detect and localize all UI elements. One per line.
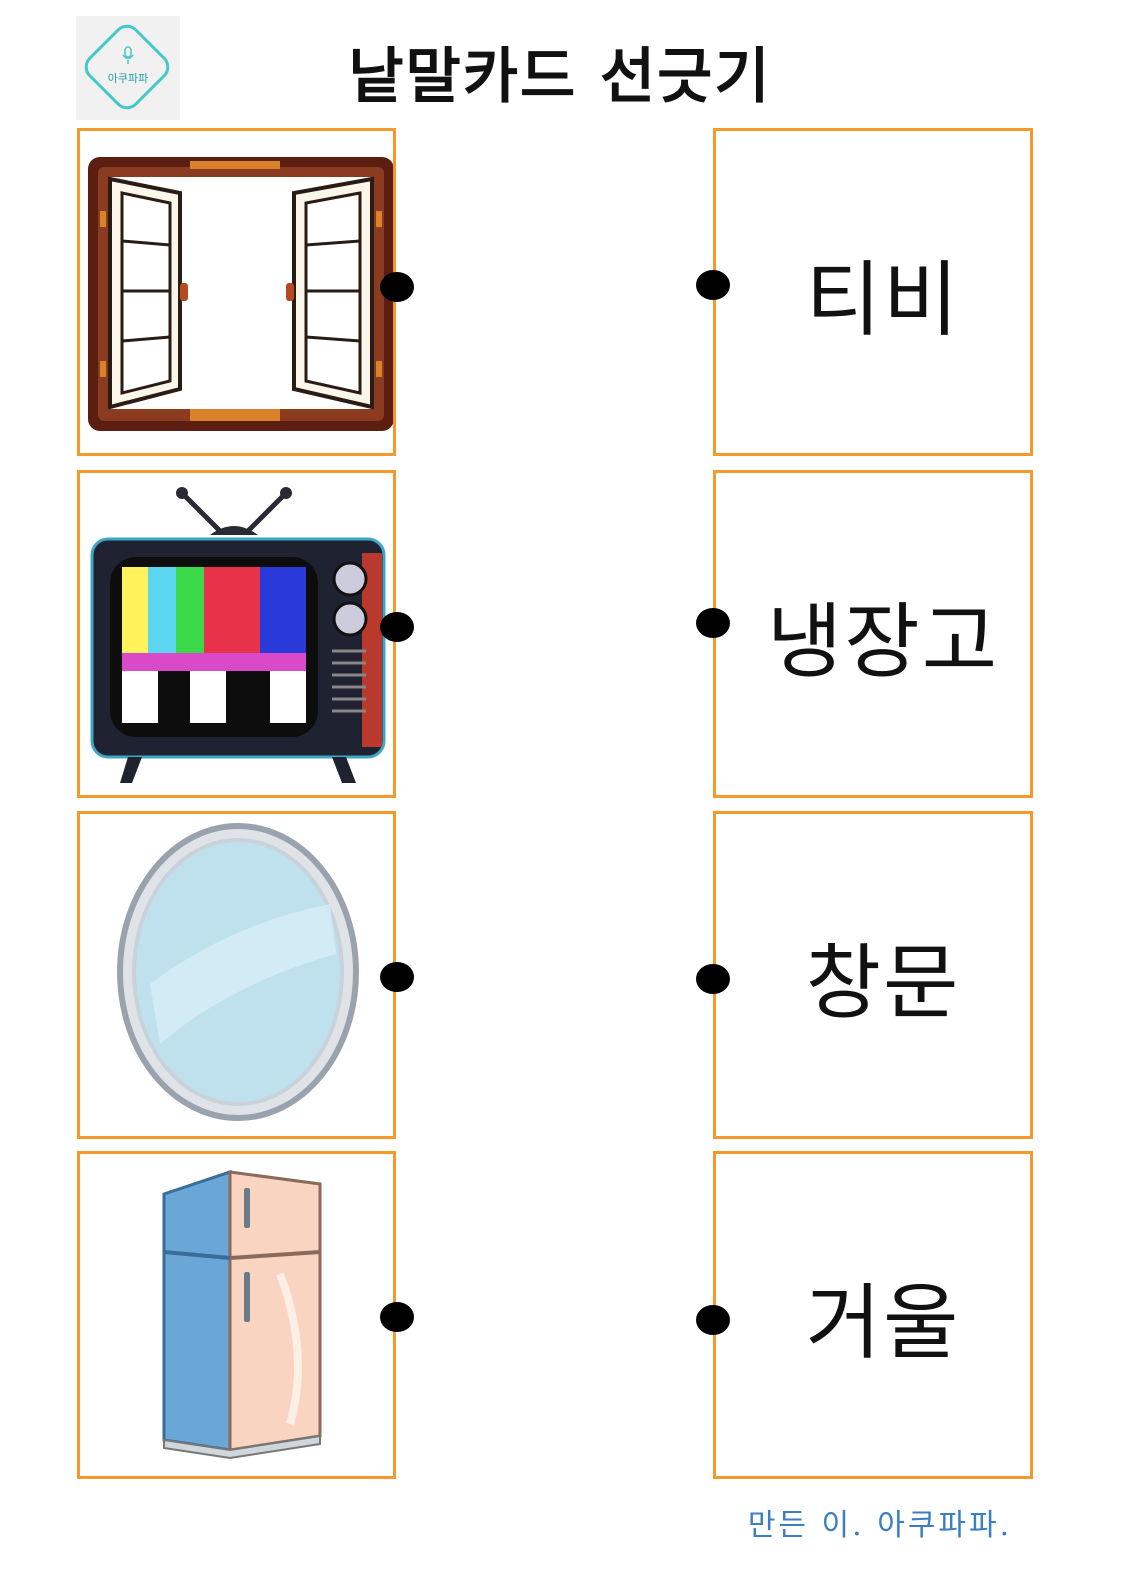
credit-text: 만든 이. 아쿠파파. <box>747 1508 1013 1543</box>
logo-text: 아쿠파파 <box>107 72 149 85</box>
word-label-tv: 티비 <box>805 252 961 348</box>
match-dot-left-1[interactable] <box>380 272 414 302</box>
word-card-4: 거울 <box>713 1151 1033 1479</box>
match-dot-left-2[interactable] <box>380 612 414 642</box>
match-dot-right-1[interactable] <box>696 270 730 300</box>
picture-card-tv <box>77 470 396 798</box>
microphone-icon <box>122 46 134 64</box>
page-title: 낱말카드 선긋기 <box>348 42 772 112</box>
picture-card-refrigerator <box>77 1151 396 1479</box>
word-card-1: 티비 <box>713 128 1033 456</box>
word-card-2: 냉장고 <box>713 470 1033 798</box>
match-dot-left-3[interactable] <box>380 962 414 992</box>
logo-diamond-frame <box>78 18 176 116</box>
refrigerator-icon <box>162 1169 322 1460</box>
match-dot-right-4[interactable] <box>696 1305 730 1335</box>
word-label-mirror: 거울 <box>805 1275 961 1371</box>
word-label-refrigerator: 냉장고 <box>766 594 1000 690</box>
match-dot-right-3[interactable] <box>696 964 730 994</box>
picture-card-mirror <box>77 811 396 1139</box>
picture-card-window <box>77 128 396 456</box>
match-dot-right-2[interactable] <box>696 608 730 638</box>
logo: 아쿠파파 <box>76 16 180 120</box>
word-label-window: 창문 <box>805 935 961 1031</box>
mirror-icon <box>117 823 359 1121</box>
word-card-3: 창문 <box>713 811 1033 1139</box>
tv-icon <box>90 487 386 783</box>
window-icon <box>88 157 393 431</box>
match-dot-left-4[interactable] <box>380 1302 414 1332</box>
